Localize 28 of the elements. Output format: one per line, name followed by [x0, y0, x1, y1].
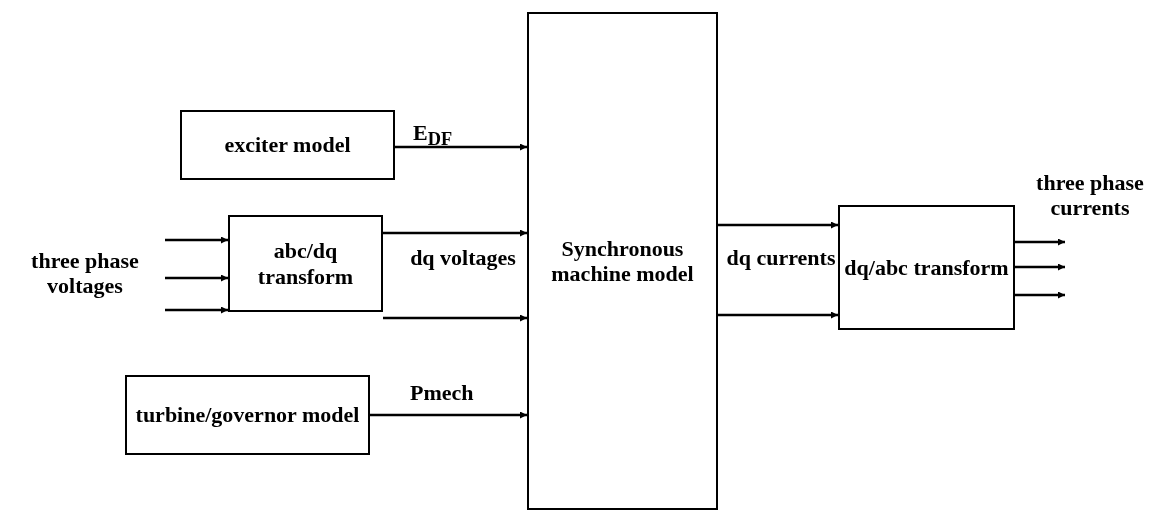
box-label: dq/abc transform	[844, 254, 1009, 281]
signal-label: dq voltages	[409, 245, 517, 271]
arrow	[165, 274, 228, 282]
process-box	[125, 375, 370, 455]
arrow	[165, 236, 228, 244]
signal-label: dq currents	[726, 245, 836, 271]
box-label: exciter model	[224, 132, 351, 158]
arrow	[718, 221, 838, 229]
arrow	[370, 411, 527, 419]
process-box	[180, 110, 395, 180]
signal-label: three phase currents	[1035, 170, 1145, 221]
process-box	[527, 12, 718, 510]
arrow	[1015, 238, 1065, 246]
process-box	[838, 205, 1015, 330]
arrow	[165, 306, 228, 314]
box-label: turbine/governor model	[135, 402, 360, 428]
arrow	[1015, 263, 1065, 271]
arrow	[383, 314, 527, 322]
arrow	[1015, 291, 1065, 299]
arrow	[383, 229, 527, 237]
process-box	[228, 215, 383, 312]
box-label: abc/dq transform	[256, 238, 355, 289]
box-label: Synchronous machine model	[550, 235, 695, 287]
edge-label: E$_{DF}$	[413, 120, 453, 151]
arrow	[718, 311, 838, 319]
arrow	[395, 143, 527, 151]
signal-label: three phase voltages	[30, 248, 140, 299]
edge-label: Pmech	[410, 380, 474, 406]
